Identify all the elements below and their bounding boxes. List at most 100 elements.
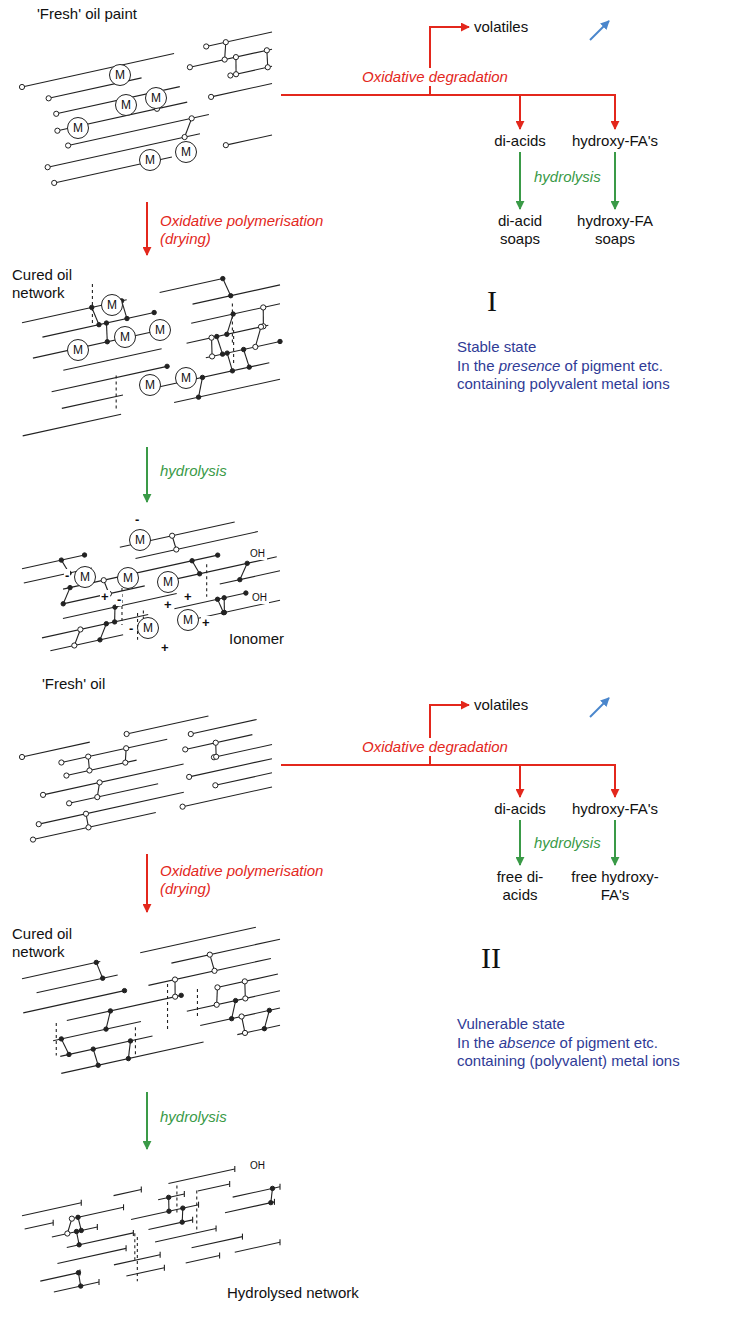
- ester-circle: [66, 143, 71, 148]
- chain-line: [186, 1256, 220, 1263]
- ester-circle: [223, 143, 228, 148]
- chain-line: [220, 571, 280, 584]
- oil-network: [19, 716, 272, 842]
- chain-line: [158, 1194, 184, 1200]
- crosslink-dot: [247, 365, 251, 369]
- chain-line: [53, 1021, 141, 1040]
- charge-sign: +: [160, 641, 170, 654]
- node-label: Hydrolysed network: [225, 1284, 361, 1302]
- chain-line: [131, 1205, 198, 1220]
- ester-circle: [222, 57, 227, 62]
- chain-line: [234, 1166, 235, 1172]
- chain-line: [22, 54, 174, 87]
- crosslink-dot: [74, 1229, 78, 1233]
- panel-number: I: [484, 283, 500, 319]
- ester-circle: [258, 324, 263, 329]
- crosslink-dot: [220, 352, 224, 356]
- hydroxyl-label: OH: [248, 1160, 267, 1172]
- ester-circle: [52, 180, 57, 185]
- ester-circle: [45, 165, 50, 170]
- node-label: hydroxy-FA's: [570, 800, 660, 818]
- ester-circle: [242, 1030, 247, 1035]
- chain-line: [211, 84, 272, 97]
- metal-symbol: M: [163, 576, 173, 588]
- chain-line: [24, 568, 92, 583]
- ester-circle: [101, 578, 106, 583]
- reaction-label: Oxidative polymerisation (drying): [158, 862, 347, 898]
- crosslink-dot: [98, 638, 102, 642]
- metal-ion-circle: M: [74, 566, 96, 588]
- chain-line: [217, 337, 223, 355]
- chain-line: [141, 1187, 142, 1193]
- metal-symbol: M: [145, 154, 155, 166]
- chain-line: [33, 329, 164, 358]
- oil-network: [19, 32, 272, 186]
- chain-line: [255, 327, 261, 347]
- crosslink-dot: [165, 364, 169, 368]
- reaction-arrow: [519, 152, 521, 209]
- ester-circle: [173, 994, 178, 999]
- crosslink-dot: [152, 310, 156, 314]
- chain-line: [63, 555, 218, 589]
- ester-circle: [19, 84, 24, 89]
- metal-symbol: M: [121, 99, 131, 111]
- chain-line: [279, 1184, 280, 1190]
- chain-line: [62, 395, 123, 408]
- ester-circle: [233, 55, 238, 60]
- ester-circle: [183, 747, 188, 752]
- ester-circle: [172, 977, 177, 982]
- crosslink-dot: [278, 339, 282, 343]
- oil-network: [22, 1166, 280, 1292]
- metal-ion-circle: M: [157, 571, 179, 593]
- crosslink-dot: [91, 1047, 95, 1051]
- metal-ion-circle: M: [101, 294, 123, 316]
- metal-symbol: M: [73, 344, 83, 356]
- chain-line: [52, 366, 167, 391]
- product-box: volatiles: [472, 696, 530, 714]
- node-label: Cured oil network: [10, 925, 89, 961]
- crosslink-dot: [200, 375, 204, 379]
- chain-line: [148, 958, 270, 985]
- crosslink-dot: [181, 1206, 185, 1210]
- chain-line: [206, 341, 280, 357]
- ester-circle: [214, 1002, 219, 1007]
- crosslink-dot: [67, 1052, 71, 1056]
- crosslink-dot: [222, 596, 226, 600]
- metal-ion-circle: M: [67, 339, 89, 361]
- crosslink-dot: [179, 993, 183, 997]
- chain-line: [223, 279, 231, 296]
- metal-symbol: M: [181, 372, 191, 384]
- ester-circle: [78, 627, 83, 632]
- ester-circle: [59, 760, 64, 765]
- ester-circle: [124, 746, 129, 751]
- reaction-label: Oxidative polymerisation (drying): [158, 212, 347, 248]
- crosslink-dot: [79, 1228, 83, 1232]
- chain-line: [126, 1268, 164, 1276]
- chain-line: [176, 1185, 177, 1213]
- chain-line: [206, 564, 207, 596]
- metal-symbol: M: [80, 571, 90, 583]
- chain-line: [216, 974, 278, 988]
- metal-symbol: M: [143, 622, 153, 634]
- chain-line: [135, 532, 257, 559]
- ester-circle: [253, 344, 258, 349]
- crosslink-dot: [238, 577, 242, 581]
- ester-circle: [209, 354, 214, 359]
- chain-line: [187, 325, 269, 343]
- chain-line: [225, 1202, 274, 1213]
- metal-ion-circle: M: [114, 326, 136, 348]
- chain-line: [127, 716, 209, 734]
- crosslink-dot: [79, 1284, 83, 1288]
- ester-circle: [212, 968, 217, 973]
- chain-line: [114, 1190, 142, 1196]
- chain-line: [40, 1272, 80, 1281]
- ester-circle: [69, 1216, 74, 1221]
- chain-line: [22, 962, 100, 979]
- crosslink-dot: [225, 351, 229, 355]
- node-label: hydroxy-FA soaps: [563, 212, 667, 248]
- crosslink-dot: [229, 294, 233, 298]
- node-label: di-acid soaps: [486, 212, 554, 248]
- charge-sign: +: [183, 590, 193, 603]
- crosslink-dot: [221, 610, 225, 614]
